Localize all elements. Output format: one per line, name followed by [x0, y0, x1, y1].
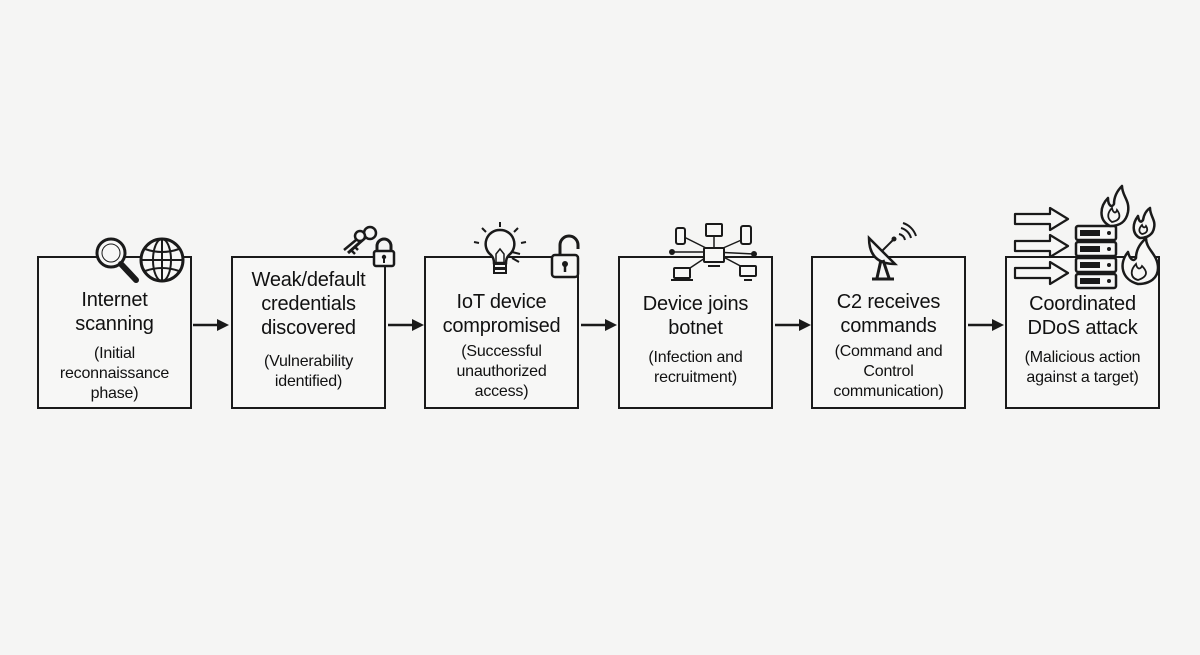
flow-arrow: [388, 319, 424, 331]
step-title: C2 receives commands: [836, 291, 941, 337]
step-subtitle: (Successful unauthorized access): [456, 343, 547, 400]
unlocked-padlock-icon: [550, 234, 580, 279]
step-title: Coordinated DDoS attack: [1027, 293, 1138, 339]
step-subtitle: (Vulnerability identified): [263, 353, 354, 390]
step-subtitle: (Infection and recruitment): [648, 349, 743, 386]
step-subtitle: (Command and Control communication): [833, 343, 944, 400]
step-title: IoT device compromised: [442, 291, 561, 337]
magnifier-icon: [95, 237, 139, 283]
step-device-joins-botnet: Device joins botnet (Infection and recru…: [618, 256, 773, 409]
flow-arrow: [193, 319, 229, 331]
network-devices-icon: [669, 223, 757, 281]
step-weak-credentials: Weak/default credentials discovered (Vul…: [231, 256, 386, 409]
step-iot-compromised: IoT device compromised (Successful unaut…: [424, 256, 579, 409]
padlock-icon: [372, 237, 396, 268]
step-subtitle: (Initial reconnaissance phase): [59, 345, 170, 402]
fire-icon: [1100, 184, 1160, 286]
satellite-dish-icon: [867, 222, 917, 281]
flow-arrow: [775, 319, 811, 331]
step-title: Weak/default credentials discovered: [251, 269, 366, 339]
arrows-icon: [1013, 206, 1070, 286]
step-title: Internet scanning: [75, 289, 154, 335]
step-title: Device joins botnet: [642, 293, 749, 339]
flow-arrow: [968, 319, 1004, 331]
step-c2-receives-commands: C2 receives commands (Command and Contro…: [811, 256, 966, 409]
lightbulb-icon: [473, 222, 527, 274]
flow-arrow: [581, 319, 617, 331]
keys-icon: [343, 225, 378, 255]
globe-icon: [139, 237, 185, 283]
step-subtitle: (Malicious action against a target): [1024, 349, 1141, 386]
server-icon: [1074, 224, 1118, 290]
